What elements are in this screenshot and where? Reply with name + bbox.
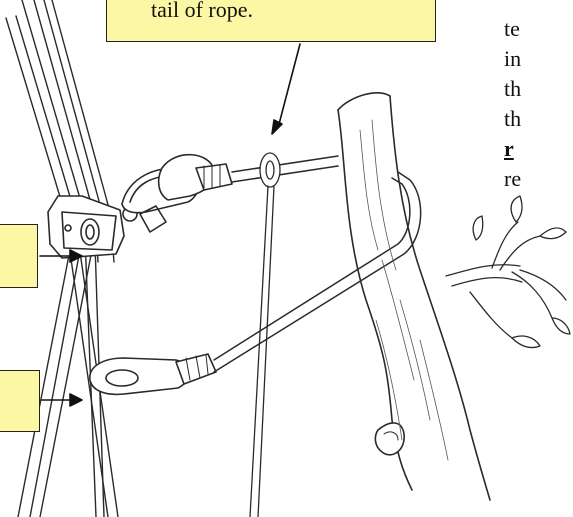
side-text-line-6: re — [504, 164, 521, 194]
callout-top: tail of rope. — [106, 0, 436, 42]
lower-carabiner — [90, 354, 216, 394]
callout-left-lower — [0, 370, 40, 432]
side-text-line-4: th — [504, 104, 521, 134]
side-text-line-2: in — [504, 44, 521, 74]
upper-rope — [232, 156, 338, 182]
side-text-line-3: th — [504, 74, 521, 104]
side-text-line-5: r — [504, 134, 514, 164]
tree-branches — [446, 196, 570, 348]
upper-carabiners — [122, 155, 232, 232]
diagonal-rope — [214, 172, 421, 372]
tree-trunk — [338, 93, 490, 500]
side-text-line-1: te — [504, 14, 520, 44]
callout-top-text: tail of rope. — [151, 0, 253, 22]
callout-left-upper — [0, 224, 38, 288]
